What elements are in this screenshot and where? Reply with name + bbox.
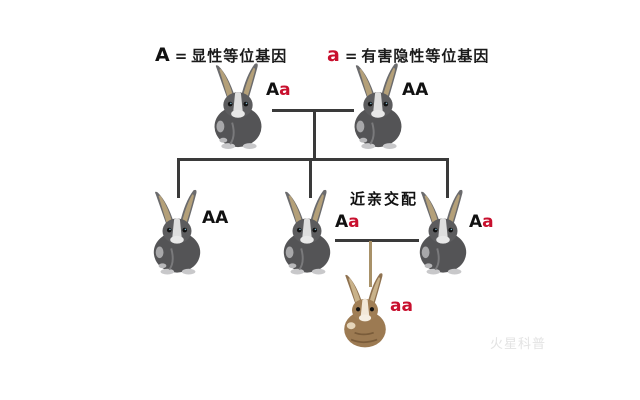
grandchild-genotype: aa	[390, 296, 413, 316]
recessive-allele-label: 有害隐性等位基因	[361, 47, 490, 65]
sibling-bar-line	[177, 158, 449, 161]
parent-rabbit-1-icon	[208, 62, 268, 150]
offspring-1-genotype: AA	[202, 208, 229, 228]
equals-sign: =	[344, 47, 359, 65]
legend-recessive: a=有害隐性等位基因	[327, 44, 489, 66]
inbreeding-mating-line	[335, 239, 419, 242]
offspring-2-genotype: Aa	[335, 212, 360, 232]
dominant-allele-label: 显性等位基因	[191, 47, 288, 65]
parent-2-genotype: AA	[402, 80, 429, 100]
grandchild-descent-line	[369, 241, 372, 287]
inbreeding-label: 近亲交配	[350, 190, 419, 208]
recessive-allele-symbol: a	[327, 44, 341, 66]
watermark: 火星科普	[490, 337, 547, 352]
offspring-2-line	[309, 158, 312, 198]
offspring-rabbit-3-icon	[414, 188, 472, 276]
offspring-1-line	[177, 158, 180, 198]
offspring-rabbit-2-icon	[278, 188, 336, 276]
parent-rabbit-2-icon	[348, 62, 408, 150]
legend-dominant: A=显性等位基因	[155, 44, 287, 66]
dominant-allele-symbol: A	[155, 44, 171, 66]
offspring-3-genotype: Aa	[469, 212, 494, 232]
offspring-rabbit-1-icon	[148, 188, 206, 276]
grandchild-rabbit-icon	[336, 272, 394, 350]
offspring-3-line	[446, 158, 449, 198]
parent-1-genotype: Aa	[266, 80, 291, 100]
parents-descent-line	[313, 110, 316, 160]
equals-sign: =	[174, 47, 189, 65]
